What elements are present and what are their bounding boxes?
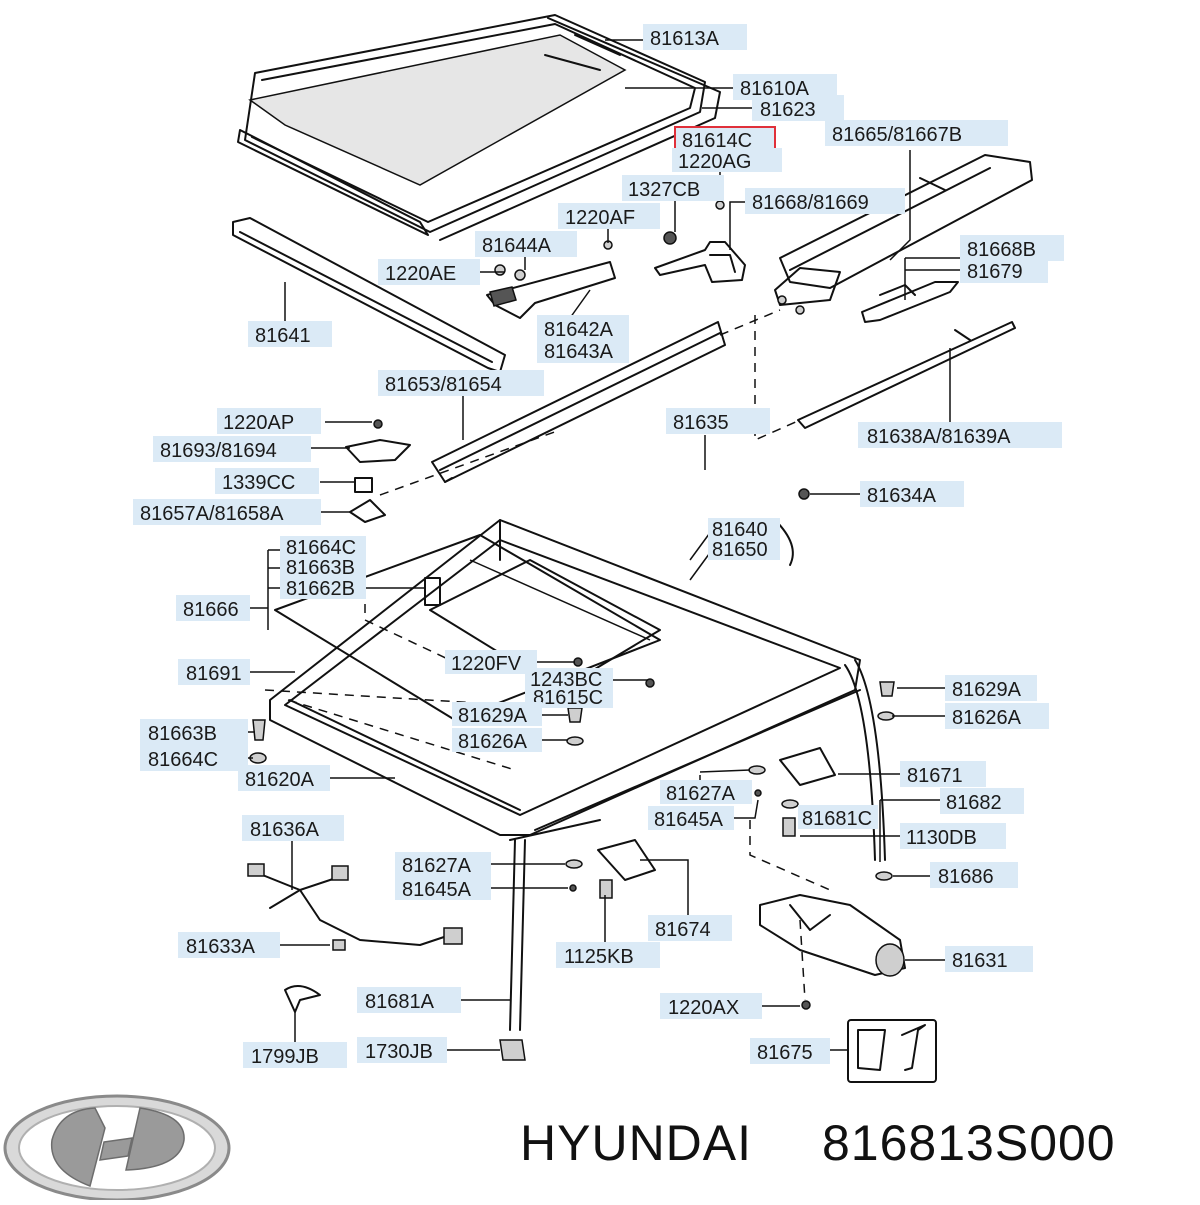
part-label: 81638A/81639A <box>867 426 1011 448</box>
part-label: 1125KB <box>564 946 634 968</box>
part-label: 81671 <box>907 765 963 787</box>
part-label: 81682 <box>946 792 1002 814</box>
sunroof-frame <box>269 519 861 841</box>
small-parts <box>249 419 937 1083</box>
part-label: 81635 <box>673 412 729 434</box>
part-label: 81665/81667B <box>832 124 962 146</box>
part-label: 81627A <box>402 855 472 877</box>
leader-lines <box>248 39 960 1051</box>
part-label: 81623 <box>760 99 816 121</box>
part-label: 81668/81669 <box>752 192 869 214</box>
left-arm-assembly <box>486 240 616 319</box>
part-label: 81626A <box>952 707 1022 729</box>
part-label: 81620A <box>245 769 315 791</box>
part-label: 81653/81654 <box>385 374 502 396</box>
part-label: 81668B <box>967 239 1036 261</box>
glass-panel <box>237 14 721 241</box>
part-label: 81674 <box>655 919 711 941</box>
part-label: 81629A <box>458 705 528 727</box>
center-bracket <box>654 200 746 283</box>
right-arm <box>861 281 959 323</box>
part-label: 81645A <box>654 809 724 831</box>
part-label: 81691 <box>186 663 242 685</box>
part-label: 81664C <box>148 749 218 771</box>
part-number: 816813S000 <box>822 1115 1116 1171</box>
part-label: 81662B <box>286 578 355 600</box>
part-label: 81679 <box>967 261 1023 283</box>
part-label: 81666 <box>183 599 239 621</box>
part-label: 1220AX <box>668 997 739 1019</box>
sun-shade <box>274 534 661 721</box>
part-label: 1220AF <box>565 207 635 229</box>
part-label: 81626A <box>458 731 528 753</box>
deflector <box>232 217 506 373</box>
part-label: 1220AG <box>678 151 751 173</box>
part-label: 81629A <box>952 679 1022 701</box>
part-labels: 81613A 81610A 81623 81614C 1220AG 81665/… <box>133 24 1064 1068</box>
guide-rail <box>431 321 726 483</box>
part-label: 81657A/81658A <box>140 503 284 525</box>
right-rail <box>774 154 1033 315</box>
part-label: 1730JB <box>365 1041 433 1063</box>
part-label: 81633A <box>186 936 256 958</box>
motor-assembly <box>759 894 906 977</box>
brand-name: HYUNDAI <box>520 1115 752 1171</box>
part-label: 81693/81694 <box>160 440 277 462</box>
part-label: 81664C <box>286 537 356 559</box>
part-label-highlighted: 81614C <box>682 130 752 152</box>
wiring-harness <box>247 863 463 946</box>
assembly-lines <box>264 309 831 1001</box>
part-label: 1339CC <box>222 472 295 494</box>
part-label: 1243BC <box>530 669 602 691</box>
cable-guide <box>797 321 1016 429</box>
part-label: 1327CB <box>628 179 700 201</box>
part-label: 81644A <box>482 235 552 257</box>
part-label: 81675 <box>757 1042 813 1064</box>
part-label: 81681A <box>365 991 435 1013</box>
part-label: 81645A <box>402 879 472 901</box>
part-label: 81640 <box>712 519 768 541</box>
part-label: 81627A <box>666 783 736 805</box>
part-label: 81681C <box>802 808 872 830</box>
part-label: 81641 <box>255 325 311 347</box>
part-label: 81634A <box>867 485 937 507</box>
part-label: 81686 <box>938 866 994 888</box>
part-label: 81615C <box>533 687 603 709</box>
part-label: 1130DB <box>906 827 977 849</box>
part-label: 81663B <box>286 557 355 579</box>
part-label: 1799JB <box>251 1046 319 1068</box>
part-label: 81650 <box>712 539 768 561</box>
part-label: 81663B <box>148 723 217 745</box>
part-label: 1220AP <box>223 412 294 434</box>
part-label: 81636A <box>250 819 320 841</box>
part-label: 1220FV <box>451 653 522 675</box>
part-label: 1220AE <box>385 263 456 285</box>
hyundai-logo-icon <box>3 1094 231 1202</box>
part-label: 81642A <box>544 319 614 341</box>
part-label: 81631 <box>952 950 1008 972</box>
part-label: 81643A <box>544 341 614 363</box>
part-label: 81610A <box>740 78 810 100</box>
part-label: 81613A <box>650 28 720 50</box>
